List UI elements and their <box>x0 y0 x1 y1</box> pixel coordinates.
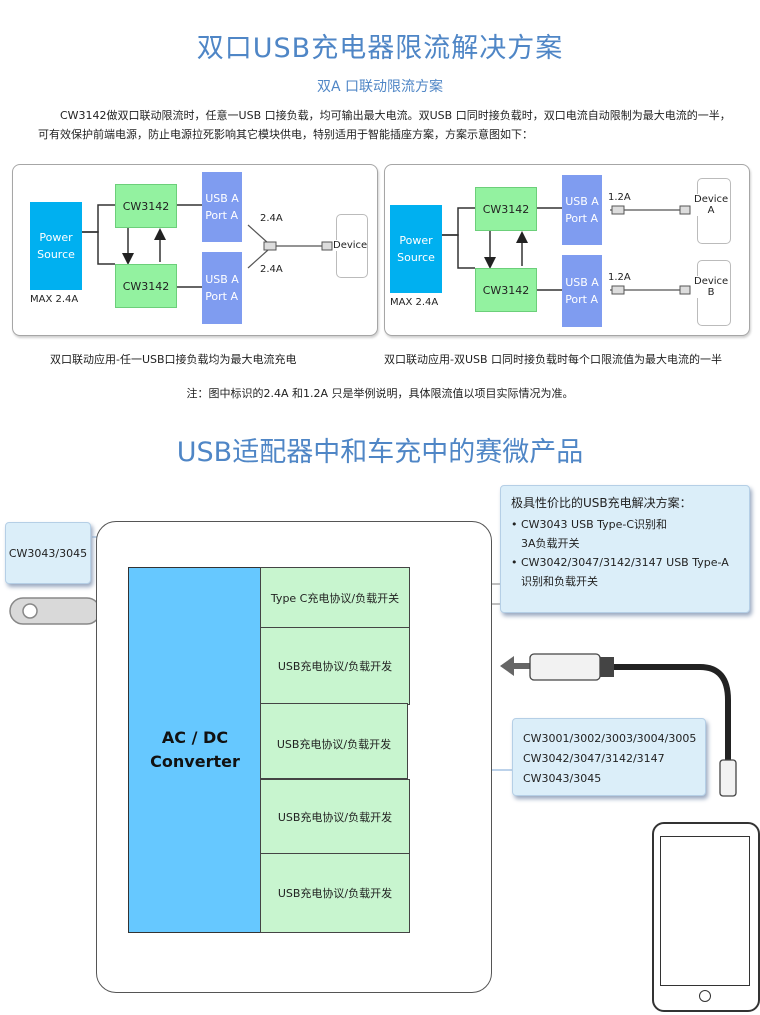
power-source-box-right: Power Source <box>390 205 442 293</box>
protocol-block-usb-1: USB充电协议/负载开发 <box>260 627 410 705</box>
bullet-icon: • <box>511 556 521 569</box>
chip-list-item: CW3001/3002/3003/3004/3005 <box>523 732 697 745</box>
callout-chip-list: CW3001/3002/3003/3004/3005 CW3042/3047/3… <box>512 718 706 796</box>
usb-port-bottom-right: USB A Port A <box>562 255 602 327</box>
usb-port-top: USB A Port A <box>202 172 242 242</box>
max-current-label-right: MAX 2.4A <box>390 297 439 308</box>
protocol-block-usb-3: USB充电协议/负载开发 <box>260 779 410 855</box>
chip-cw3142-bottom: CW3142 <box>115 264 177 308</box>
current-label-bottom-right: 1.2A <box>608 272 631 283</box>
chip-cw3142-bottom-right: CW3142 <box>475 268 537 312</box>
chip-cw3142-top-right: CW3142 <box>475 187 537 231</box>
current-label-top: 2.4A <box>260 213 283 224</box>
page-title: 双口USB充电器限流解决方案 <box>196 33 564 64</box>
phone-screen <box>660 836 750 986</box>
callout-item-text: CW3043 USB Type-C识别和 3A负载开关 <box>521 518 668 550</box>
protocol-block-usb-4: USB充电协议/负载开发 <box>260 853 410 933</box>
max-current-label: MAX 2.4A <box>30 294 79 305</box>
current-label-bottom: 2.4A <box>260 264 283 275</box>
ac-dc-converter-block: AC / DC Converter <box>128 567 262 933</box>
current-label-top-right: 1.2A <box>608 192 631 203</box>
callout-item: • CW3043 USB Type-C识别和 3A负载开关 <box>511 515 739 553</box>
chip-list-item: CW3042/3047/3142/3147 <box>523 752 665 765</box>
protocol-block-usb-2: USB充电协议/负载开发 <box>260 703 408 779</box>
power-source-box: Power Source <box>30 202 82 290</box>
smartphone-icon <box>652 822 760 1012</box>
device-a-label: Device A <box>694 194 729 216</box>
bullet-icon: • <box>511 518 521 531</box>
chip-list-item: CW3043/3045 <box>523 772 602 785</box>
intro-paragraph: CW3142做双口联动限流时，任意一USB 口接负载，均可输出最大电流。双USB… <box>38 109 731 141</box>
callout-solution-summary: 极具性价比的USB充电解决方案： • CW3043 USB Type-C识别和 … <box>500 485 750 613</box>
chip-cw3142-top: CW3142 <box>115 184 177 228</box>
left-diagram-caption: 双口联动应用-任一USB口接负载均为最大电流充电 <box>50 353 297 366</box>
usb-port-bottom: USB A Port A <box>202 252 242 324</box>
right-diagram-caption: 双口联动应用-双USB 口同时接负载时每个口限流值为最大电流的一半 <box>384 353 723 366</box>
note-text: 注：图中标识的2.4A 和1.2A 只是举例说明，具体限流值以项目实际情况为准。 <box>186 387 574 400</box>
callout-cw3043-left: CW3043/3045 <box>5 522 91 584</box>
device-label: Device <box>333 240 368 251</box>
callout-item-text: CW3042/3047/3142/3147 USB Type-A 识别和负载开关 <box>521 556 729 588</box>
section2-title: USB适配器中和车充中的赛微产品 <box>176 437 584 468</box>
device-b-label: Device B <box>694 276 729 298</box>
callout-item: • CW3042/3047/3142/3147 USB Type-A 识别和负载… <box>511 553 739 591</box>
protocol-block-type-c: Type C充电协议/负载开关 <box>260 567 410 629</box>
page-subtitle: 双A 口联动限流方案 <box>316 79 444 95</box>
phone-home-button <box>699 990 711 1002</box>
usb-port-top-right: USB A Port A <box>562 175 602 245</box>
callout-heading: 极具性价比的USB充电解决方案： <box>511 496 692 510</box>
